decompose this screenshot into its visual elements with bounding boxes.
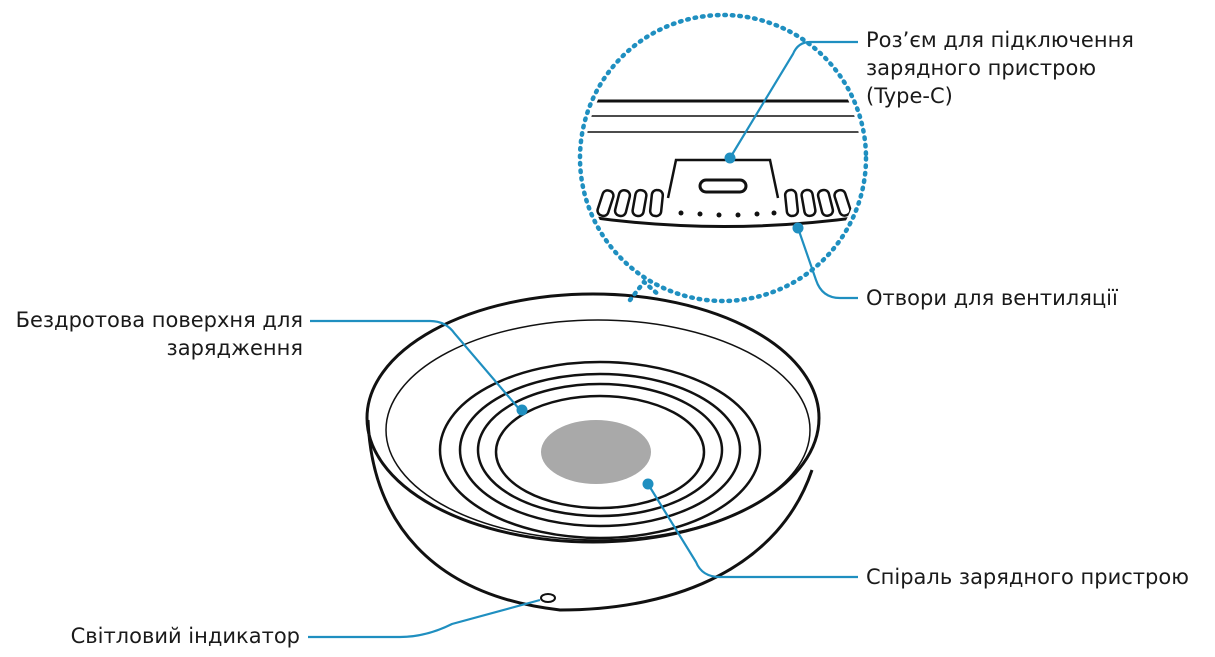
callouts	[308, 40, 858, 639]
charging-coil	[541, 420, 651, 484]
vents-left	[596, 188, 665, 218]
label-indicator-text: Світловий індикатор	[70, 624, 300, 648]
charger-pad-surface-edge	[385, 319, 811, 541]
label-coil: Спіраль зарядного пристрою	[866, 563, 1189, 591]
callout-surface-line	[310, 319, 521, 411]
callout-dots	[516, 152, 804, 490]
callout-connector-line	[729, 40, 858, 159]
label-surface-line-1: Бездротова поверхня для	[15, 308, 303, 332]
surface-ring-2	[458, 372, 742, 528]
callout-surface-dot	[516, 404, 528, 416]
callout-indicator-line	[308, 598, 541, 639]
label-indicator: Світловий індикатор	[71, 622, 300, 650]
vent-dots	[678, 210, 777, 218]
detail-pointer	[627, 278, 663, 303]
surface-ring-3	[476, 382, 724, 518]
surface-ring-inner	[494, 394, 706, 510]
indicator-light	[540, 593, 556, 603]
label-vents-text: Отвори для вентиляції	[866, 286, 1118, 310]
label-connector-line-1: Роз’єм для підключення	[866, 28, 1134, 52]
charger-pad	[365, 292, 821, 612]
usb-c-housing	[666, 158, 780, 199]
label-surface-line-2: зарядження	[166, 336, 303, 360]
callout-coil-dot	[642, 478, 654, 490]
callout-connector-dot	[724, 152, 736, 164]
label-vents: Отвори для вентиляції	[866, 284, 1118, 312]
detail-circle	[577, 12, 869, 304]
detail-magnifier	[577, 12, 869, 304]
callout-vents-dot	[792, 222, 804, 234]
label-surface: Бездротова поверхня для зарядження	[16, 306, 303, 362]
label-connector: Роз’єм для підключення зарядного пристро…	[866, 26, 1134, 110]
callout-coil-line	[647, 483, 858, 579]
detail-bottom-edge	[585, 213, 861, 228]
label-connector-line-3: (Type-C)	[866, 84, 953, 108]
charger-pad-rim	[365, 292, 821, 544]
charger-pad-skirt	[366, 419, 814, 612]
vents-right	[783, 188, 852, 218]
usb-c-port-icon	[698, 178, 748, 194]
label-connector-line-2: зарядного пристрою	[866, 56, 1096, 80]
surface-rings	[438, 360, 762, 540]
surface-ring-outer	[438, 360, 762, 540]
label-coil-text: Спіраль зарядного пристрою	[866, 565, 1189, 589]
callout-vents-line	[796, 227, 858, 300]
